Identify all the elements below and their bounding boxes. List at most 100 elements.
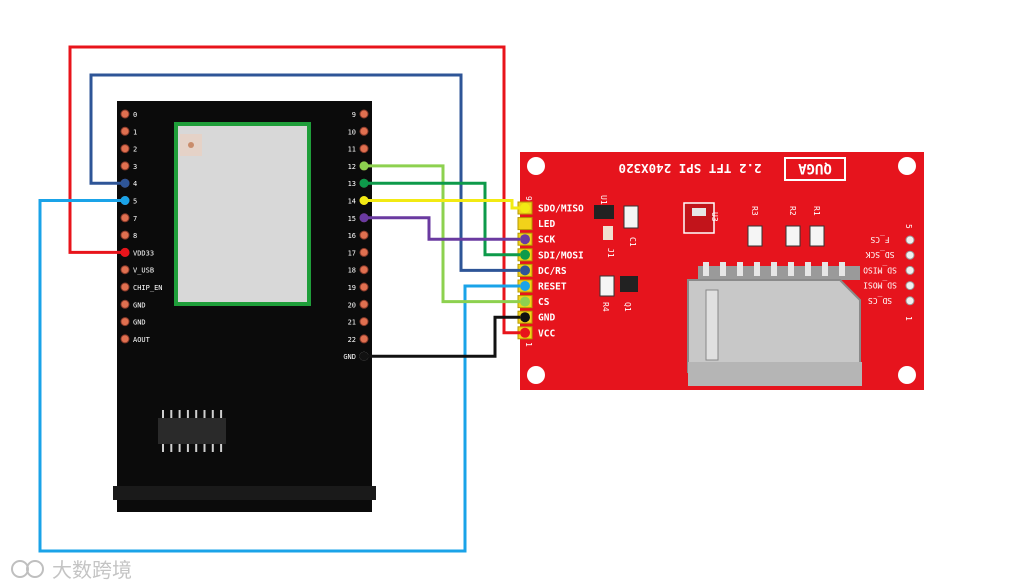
wire-4-to-dc-rs: [89, 73, 520, 272]
pin-label: AOUT: [133, 336, 151, 344]
pin-label: GND: [133, 319, 146, 327]
pin-9-pad: [359, 109, 369, 119]
watermark: 大数跨境: [11, 558, 132, 582]
svg-text:J1: J1: [606, 248, 615, 258]
sd-contact: [839, 262, 845, 276]
mount-hole: [898, 157, 916, 175]
pin-label: 15: [348, 215, 356, 223]
pin-1-pad: [120, 126, 130, 136]
pin-3-pad: [120, 161, 130, 171]
tft-header-num-bottom: 1: [524, 342, 533, 347]
pin-label: VDD33: [133, 249, 154, 257]
pin-21-pad: [359, 317, 369, 327]
pin-20-pad: [359, 299, 369, 309]
component-c1: C1: [623, 205, 639, 247]
mount-hole: [898, 366, 916, 384]
wire-5-to-reset: [38, 199, 520, 553]
sd-contact: [737, 262, 743, 276]
wire-endpoint: [359, 178, 369, 188]
sd-contact: [754, 262, 760, 276]
pin-gnd-pad: [120, 299, 130, 309]
brand-label: QUGA: [798, 160, 832, 176]
sd-header-num-top: 5: [904, 224, 913, 229]
sd-contact: [771, 262, 777, 276]
sd-pin-label: F_CS: [870, 235, 889, 244]
pin-11-pad: [359, 144, 369, 154]
sd-pin-sd-sck-pad: [905, 250, 915, 260]
sd-pin-label: SD_MOSI: [863, 281, 897, 290]
pin-8-pad: [120, 230, 130, 240]
wire-endpoint: [520, 281, 530, 291]
pin-16-pad: [359, 230, 369, 240]
wire-vdd33-to-vcc: [68, 45, 520, 335]
pin-label: V_USB: [133, 267, 154, 275]
pin-label: 22: [348, 336, 356, 344]
component-r3: R3: [747, 206, 763, 247]
pin-label: 10: [348, 128, 356, 136]
wire-endpoint: [120, 247, 130, 257]
pin-label: 19: [348, 284, 356, 292]
sd-contact: [822, 262, 828, 276]
watermark-text: 大数跨境: [52, 558, 132, 582]
brand-logo: QUGA: [784, 157, 846, 181]
sd-pin-label: SD_CS: [868, 296, 892, 305]
esp-chip-ic: [158, 410, 226, 452]
pin-label: 16: [348, 232, 356, 240]
svg-text:R1: R1: [812, 206, 821, 216]
pin-label: 0: [133, 111, 137, 119]
wire-endpoint: [120, 178, 130, 188]
sd-pin-sd-cs-pad: [905, 296, 915, 306]
mount-hole: [527, 157, 545, 175]
component-r2: R2: [785, 206, 801, 247]
sd-contact: [703, 262, 709, 276]
sd-pin-f-cs-pad: [905, 235, 915, 245]
pin-label: 14: [348, 198, 356, 206]
wire-endpoint: [359, 196, 369, 205]
wire-endpoint: [359, 161, 369, 171]
pin-label: 2: [133, 146, 137, 154]
wire-endpoint: [120, 196, 130, 205]
pin-aout-pad: [120, 334, 130, 344]
pin-label: 13: [348, 180, 356, 188]
wire-endpoint: [520, 265, 530, 276]
pin-2-pad: [120, 144, 130, 154]
pin-17-pad: [359, 247, 369, 257]
tft-header-num-top: 9: [524, 196, 533, 201]
sd-pin-label: SD_SCK: [865, 250, 894, 259]
pin-label: 17: [348, 249, 356, 257]
pin-label: 11: [348, 146, 356, 154]
pin-label: 9: [352, 111, 356, 119]
svg-text:U1: U1: [599, 195, 608, 205]
wire-endpoint: [520, 312, 530, 323]
pin-label: CHIP_EN: [133, 284, 163, 292]
pin-label: 3: [133, 163, 137, 171]
pin-label: 21: [348, 319, 356, 327]
wire-13-to-sdi-mosi: [364, 181, 520, 257]
pin-chip-en-pad: [120, 282, 130, 292]
pin-label: 1: [133, 128, 137, 136]
component-r1: R1: [809, 206, 825, 247]
wire-12-to-cs: [364, 164, 520, 304]
pin-7-pad: [120, 213, 130, 223]
pin-label: GND: [343, 353, 356, 361]
tft-pin-label: CS: [538, 297, 550, 308]
pin-label: 20: [348, 301, 356, 309]
component-u1: U1: [594, 195, 614, 219]
pin-label: 8: [133, 232, 137, 240]
sd-pin-sd-mosi-pad: [905, 281, 915, 291]
wire-14-to-sdo-miso: [364, 199, 520, 210]
svg-text:R3: R3: [750, 206, 759, 216]
sd-pin-label: SD_MISO: [863, 265, 897, 274]
component-q1: Q1: [620, 276, 638, 312]
tft-pin-label: SDI/MOSI: [538, 250, 584, 261]
pin-label: 12: [348, 163, 356, 171]
wire-endpoint: [520, 296, 530, 307]
mount-hole: [527, 366, 545, 384]
watermark-logo-icon: [11, 560, 44, 578]
wire-endpoint: [359, 213, 369, 223]
pin-0-pad: [120, 109, 130, 119]
wires: [38, 45, 530, 553]
